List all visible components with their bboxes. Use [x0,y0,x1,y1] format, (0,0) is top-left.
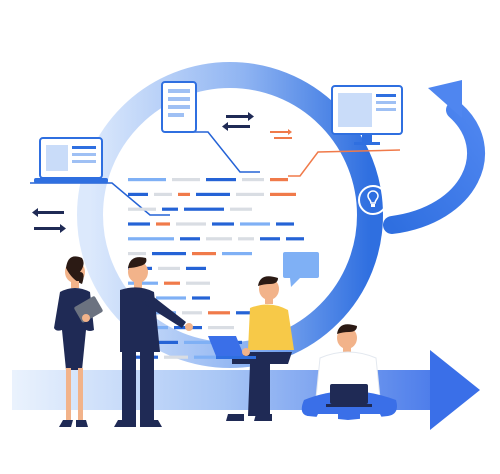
code-line-segment [156,296,186,300]
seated-man-with-laptop [208,276,294,421]
standing-man [114,257,193,427]
code-line-segment [128,252,146,256]
code-line-segment [192,252,216,256]
code-line-segment [236,192,264,196]
code-line-segment [276,222,294,226]
code-line-segment [156,222,170,226]
cross-legged-man-with-laptop [301,324,397,422]
code-line-segment [206,237,232,241]
code-line-segment [270,178,288,182]
transfer-arrows-icon [222,112,254,131]
code-line-segment [154,340,178,344]
laptop-icon [326,384,372,407]
code-line-segment [128,281,158,285]
code-line-segment [206,178,236,182]
monitor-icon [331,85,403,145]
code-line-segment [286,237,304,241]
code-line-segment [260,237,280,241]
transfer-arrows-icon [270,129,292,139]
code-line-segment [152,252,186,256]
code-line-segment [194,355,222,359]
code-line-segment [240,222,270,226]
code-line-segment [212,222,234,226]
code-line-segment [186,281,210,285]
code-line-segment [172,178,200,182]
laptop-icon [34,137,108,183]
code-line-segment [128,178,166,182]
code-line-segment [192,296,210,300]
code-line-segment [242,178,264,182]
code-line-segment [128,192,148,196]
code-line-segment [208,326,234,330]
code-line-segment [196,192,230,196]
lightbulb-icon [358,185,388,215]
code-line-segment [164,355,188,359]
code-line-segment [180,237,200,241]
code-line-segment [154,192,172,196]
laptop-icon [208,336,256,359]
code-line-segment [184,340,214,344]
code-line-segment [162,207,178,211]
speech-bubble-icon [283,252,319,287]
code-line-segment [178,192,190,196]
code-line-segment [222,252,252,256]
refresh-arrow-icon [383,80,485,234]
code-line-segment [128,222,150,226]
transfer-arrows-icon [32,208,66,233]
code-line-segment [184,207,224,211]
code-line-segment [176,222,206,226]
code-line-segment [186,266,206,270]
document-icon [161,81,197,133]
code-line-segment [230,207,252,211]
code-line-segment [208,311,230,315]
code-line-segment [270,192,296,196]
code-line-segment [236,311,252,315]
code-line-segment [128,207,156,211]
tablet-icon [74,296,103,323]
code-line-segment [182,311,202,315]
code-line-segment [238,237,254,241]
woman-with-tablet [54,256,103,427]
code-line-segment [164,281,180,285]
code-line-segment [128,237,174,241]
code-line-segment [158,266,180,270]
